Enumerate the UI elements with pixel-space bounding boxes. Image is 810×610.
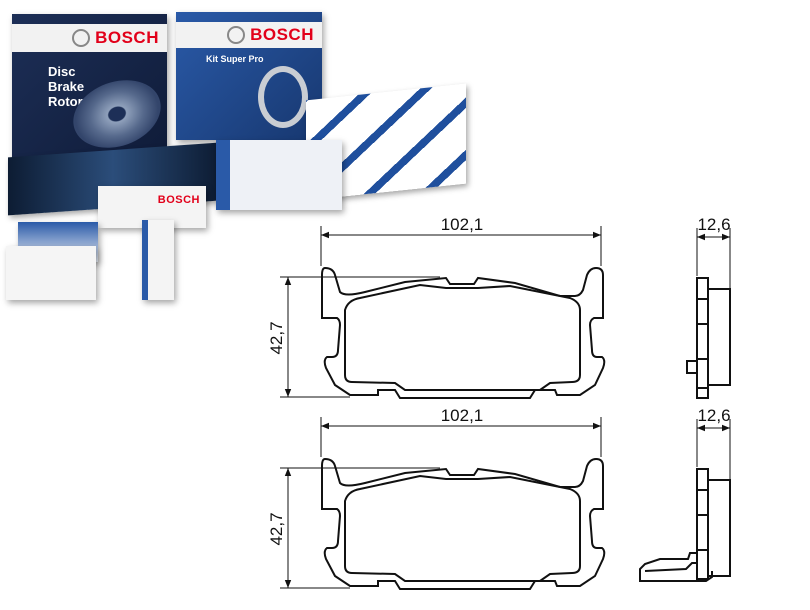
- bosch-logo-icon: [227, 26, 246, 44]
- brand-label: BOSCH: [250, 25, 314, 44]
- thickness-dimension: [696, 228, 731, 288]
- rotor-line-2: Brake: [48, 79, 85, 94]
- height-dimension: [280, 276, 440, 398]
- backing-plate-outline: [321, 457, 606, 590]
- friction-material-outline: [344, 283, 581, 391]
- width-label: 102,1: [441, 406, 484, 425]
- spark-plug-tall-box: [142, 220, 174, 300]
- brand-label: BOSCH: [157, 194, 200, 206]
- pad-front-view: [321, 266, 606, 399]
- width-dimension: [320, 417, 602, 457]
- bosch-logo-icon: [72, 29, 91, 47]
- pad-front-view: [321, 457, 606, 590]
- thickness-label: 12,6: [697, 215, 730, 234]
- thickness-label: 12,6: [697, 406, 730, 425]
- kit-super-pro-box: BOSCH Kit Super Pro: [176, 12, 322, 140]
- pad-side-view: [686, 277, 731, 399]
- width-dimension: [320, 226, 602, 266]
- cabin-filter-box: [6, 246, 96, 300]
- height-label: 42,7: [267, 512, 286, 545]
- friction-material-outline: [344, 474, 581, 582]
- width-label: 102,1: [441, 215, 484, 234]
- rotor-line-1: Disc: [48, 64, 76, 79]
- height-dimension: [280, 467, 440, 589]
- drawing-bottom: 102,1 42,7 12,6: [267, 406, 731, 590]
- kit-title: Kit Super Pro: [206, 54, 264, 64]
- brand-label: BOSCH: [95, 28, 159, 47]
- drawing-top: 102,1 42,7 12,6: [267, 215, 731, 399]
- thickness-dimension: [696, 419, 731, 479]
- disc-brake-rotor-box: BOSCH Disc Brake Rotor: [12, 14, 171, 162]
- brake-shoe-image: [258, 66, 308, 128]
- brake-pads-small-box: [216, 140, 342, 210]
- backing-plate-outline: [321, 266, 606, 399]
- height-label: 42,7: [267, 321, 286, 354]
- pad-side-view-with-clip: [639, 468, 731, 582]
- rotor-line-3: Rotor: [48, 94, 83, 109]
